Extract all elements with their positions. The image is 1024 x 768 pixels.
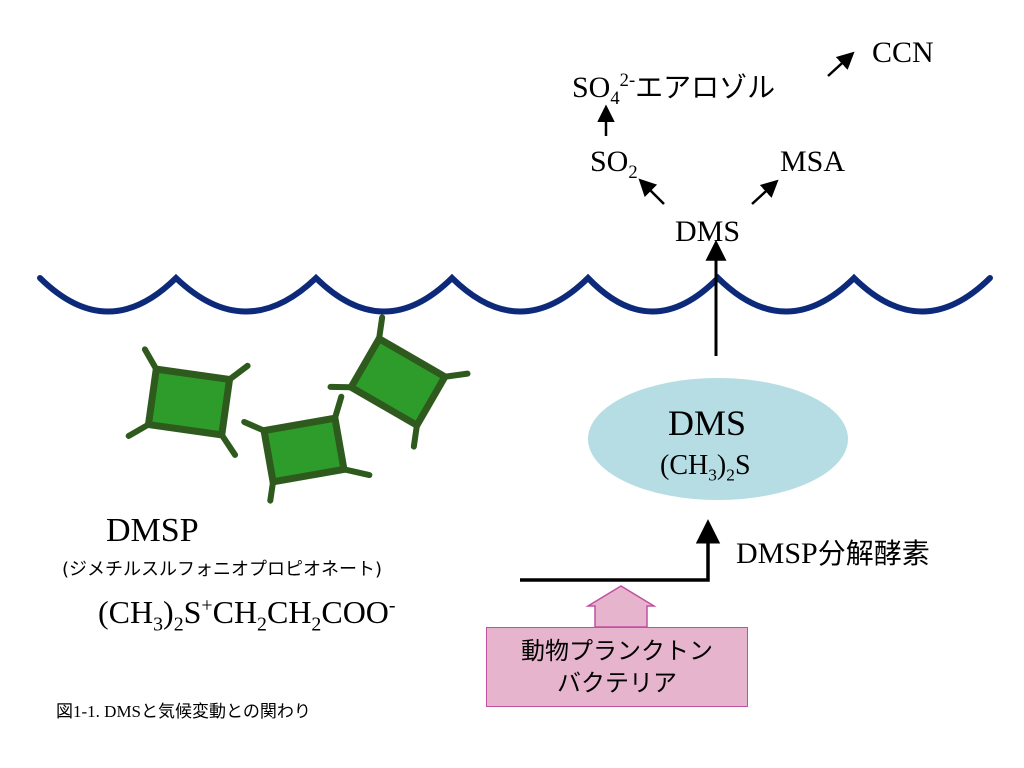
ccn-label: CCN: [872, 36, 934, 69]
source-line-zooplankton: 動物プランクトン: [521, 637, 713, 665]
so4-aerosol-label: SO42-エアロゾル: [572, 70, 776, 109]
arrow-dms-to-so2: [638, 178, 665, 205]
dms-atmosphere-label: DMS: [675, 215, 741, 248]
dms-formula: (CH3)2S: [660, 450, 751, 485]
source-hollow-arrow: [585, 585, 657, 628]
zooplankton-bacteria-box: 動物プランクトン バクテリア: [486, 627, 748, 707]
arrow-to-ccn: [827, 51, 855, 77]
dmsp-lyase-label: DMSP分解酵素: [736, 537, 930, 570]
dmsp-formula: (CH3)2S+CH2CH2COO-: [98, 594, 396, 636]
arrow-dmsp-to-dms: [520, 519, 721, 582]
phytoplankton-cell: [327, 314, 471, 450]
source-line-bacteria: バクテリア: [557, 669, 677, 697]
arrow-dms-to-msa: [751, 179, 779, 205]
phytoplankton-cell: [241, 393, 373, 504]
so2-label: SO2: [590, 145, 638, 183]
dmsp-title: DMSP: [106, 512, 199, 549]
msa-label: MSA: [780, 145, 846, 178]
dmsp-fullname: (ジメチルスルフォニオプロピオネート): [62, 559, 383, 580]
figure-caption: 図1-1. DMSと気候変動との関わり: [56, 702, 311, 722]
phytoplankton-cell: [125, 346, 251, 458]
dms-ellipse: [588, 378, 848, 500]
dms-blob-label: DMS: [668, 403, 747, 443]
ocean-surface-wave: [37, 273, 993, 315]
